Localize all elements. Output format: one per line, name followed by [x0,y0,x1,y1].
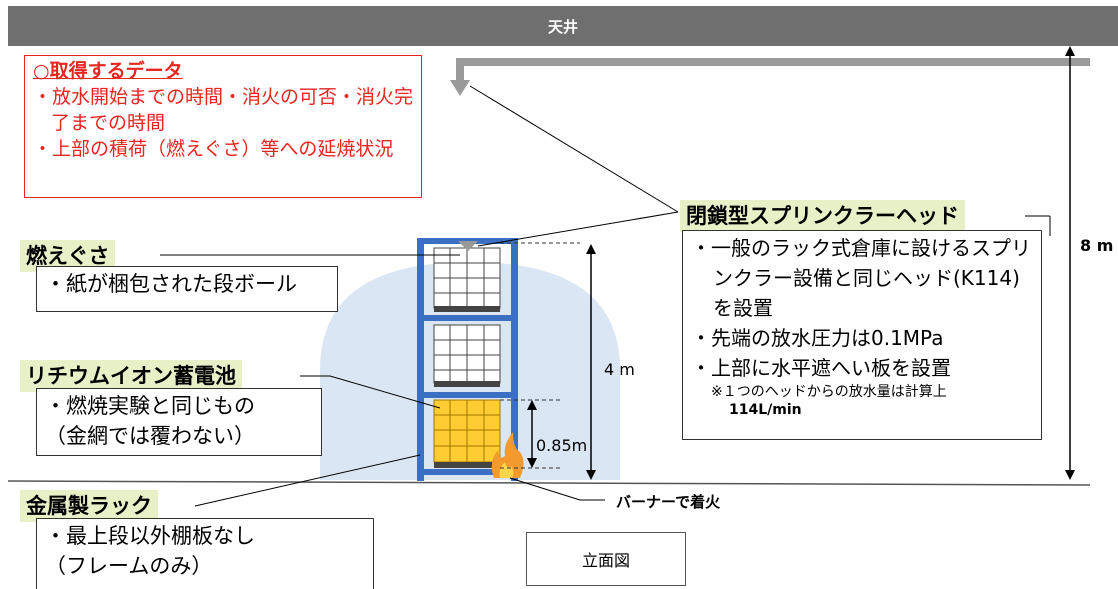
battery-leader-2 [329,375,441,409]
rack-leader [194,454,421,507]
sprinkler-footnote-line-2: 114L/min [729,402,802,418]
ceiling-label: 天井 [547,17,578,36]
elevation-view-box: 立面図 [526,532,686,586]
battery-height-arrow-bottom [527,458,537,468]
sprinkler-note-1: ・一般のラック式倉庫に設けるスプリンクラー設備と同じヘッド(K114)を設置 [691,236,1031,320]
sprinkler-footnote-line-1: ※１つのヘッドからの放水量は計算上 [711,384,947,400]
battery-height-label: 0.85m [536,436,588,455]
acquired-data-item-2: ・上部の積荷（燃えぐさ）等への延焼状況 [33,138,394,160]
sprinkler-note-2: ・先端の放水圧力は0.1MPa [691,326,944,350]
total-height-arrow-top [1065,46,1075,56]
rack-height-arrow-top [586,244,596,254]
sprinkler-leader-1 [469,85,679,213]
acquired-data-box: ○取得するデータ ・放水開始までの時間・消火の可否・消火完了までの時間 ・上部の… [24,55,422,198]
rack-height-arrow-bottom [586,470,596,480]
sprinkler-label: 閉鎖型スプリンクラーヘッド [680,200,965,232]
ignition-leader [509,477,581,501]
burner-flame [491,432,524,478]
total-height-arrow-bottom [1065,470,1075,480]
total-height-label: 8 m [1080,236,1114,255]
floor-line [7,480,1091,486]
fuel-box-middle [433,324,501,387]
fuel-box-upper [433,247,501,312]
sprinkler-leader-2 [477,211,679,247]
ceiling-bar: 天井 [8,6,1118,46]
battery-label: リチウムイオン蓄電池 [20,360,242,392]
acquired-data-item-1: ・放水開始までの時間・消火の可否・消火完了までの時間 [33,86,414,134]
elevation-view-label: 立面図 [581,551,630,570]
battery-stack [433,399,501,468]
battery-note-line-1: ・燃焼実験と同じもの [45,394,255,418]
sprinkler-head [458,241,478,251]
battery-height-arrow-top [527,400,537,410]
sprinkler-note: ・一般のラック式倉庫に設けるスプリンクラー設備と同じヘッド(K114)を設置 ・… [682,230,1042,440]
fuel-note: ・紙が梱包された段ボール [36,266,338,312]
battery-note: ・燃焼実験と同じもの （金網では覆わない） [36,388,322,456]
rack-height-label: 4 m [604,360,635,379]
rack-note-line-1: ・最上段以外棚板なし [45,524,255,548]
rack-note: ・最上段以外棚板なし （フレームのみ） [36,518,374,589]
fuel-note-text: ・紙が梱包された段ボール [45,272,297,296]
rack-label: 金属製ラック [20,490,158,522]
battery-note-line-2: （金網では覆わない） [45,424,255,448]
rack-note-line-2: （フレームのみ） [45,554,213,578]
sprinkler-note-3: ・上部に水平遮へい板を設置 [691,356,951,380]
pipe-arrow-head [450,80,470,96]
acquired-data-title: ○取得するデータ [33,60,183,82]
ignition-label: バーナーで着火 [616,493,721,511]
sprinkler-pipe [456,58,1090,80]
